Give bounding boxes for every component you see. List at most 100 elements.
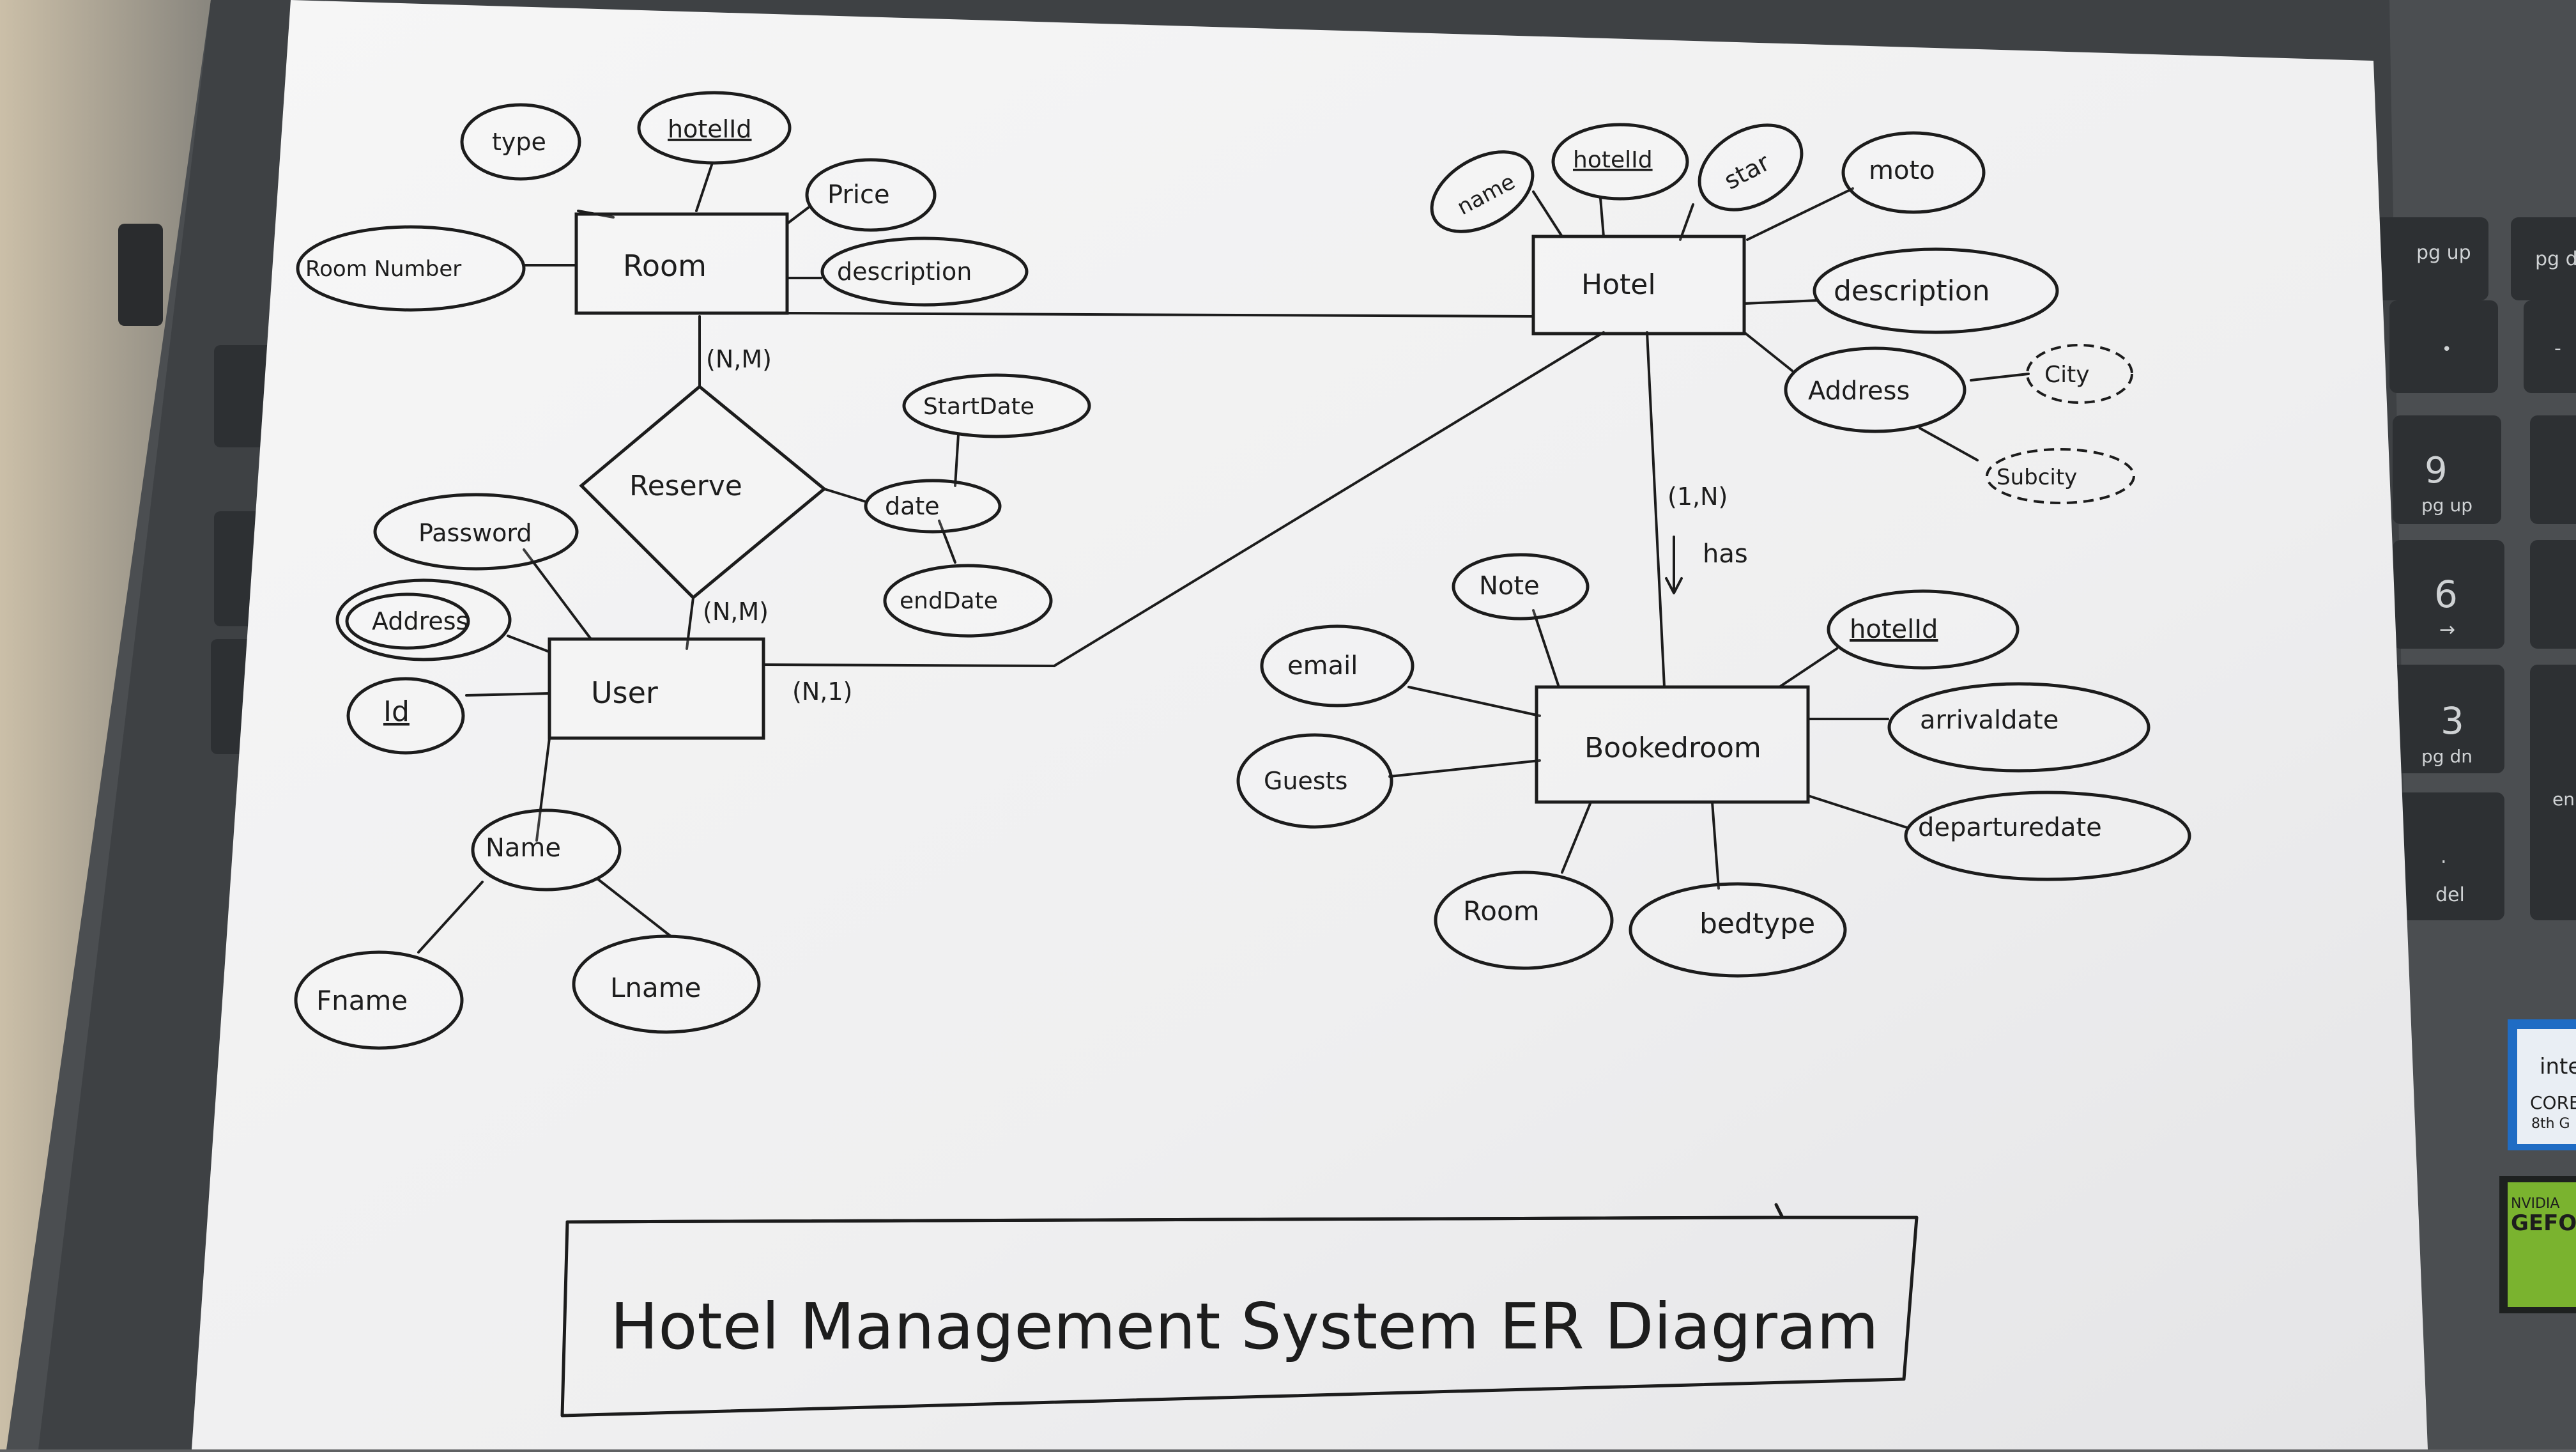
relationship-reserve: Reserve xyxy=(579,384,827,600)
attr-room-type-label: type xyxy=(492,128,546,156)
intel-core: CORE xyxy=(2530,1092,2576,1113)
attr-hotel-moto: moto xyxy=(1841,131,1986,214)
key-pgdn-partial xyxy=(2511,217,2576,300)
attr-bookedroom-departuredate: departuredate xyxy=(1904,791,2191,881)
entity-user-box xyxy=(548,637,765,740)
attr-hotel-hotelid: hotelId xyxy=(1551,123,1689,201)
attr-hotel-description-label: description xyxy=(1834,275,1990,307)
attr-reserve-date: date xyxy=(864,479,1002,534)
attr-user-address-label: Address xyxy=(372,607,468,635)
relationship-has-label: has xyxy=(1703,539,1748,569)
key-3 xyxy=(2393,665,2504,773)
attr-bookedroom-email: email xyxy=(1260,624,1414,707)
key-9-label: 9 xyxy=(2425,450,2448,491)
entity-room-box xyxy=(574,212,789,315)
key-6-label: 6 xyxy=(2434,573,2458,616)
attr-user-id: Id xyxy=(346,677,465,755)
key-3-label: 3 xyxy=(2441,699,2464,743)
attr-bookedroom-note-label: Note xyxy=(1479,571,1540,601)
attr-room-description-label: description xyxy=(837,258,972,286)
key-pgup xyxy=(2373,217,2488,300)
relationship-reserve-label: Reserve xyxy=(629,470,742,502)
cardinality-room-reserve: (N,M) xyxy=(706,345,772,373)
key-dot-label: • xyxy=(2442,340,2451,359)
attr-hotel-address-label: Address xyxy=(1808,376,1910,406)
attr-hotel-name: name xyxy=(1430,150,1535,233)
entity-hotel-label: Hotel xyxy=(1581,268,1656,301)
cardinality-reserve-user: (N,M) xyxy=(703,598,769,626)
attr-bookedroom-bedtype: bedtype xyxy=(1629,882,1847,978)
key-side-partial xyxy=(2530,540,2576,649)
key-9-sub: pg up xyxy=(2421,495,2472,516)
connector-lines xyxy=(417,162,2030,954)
attr-bookedroom-room-label: Room xyxy=(1463,895,1540,927)
entity-room-label: Room xyxy=(623,249,707,283)
key-3-sub: pg dn xyxy=(2421,746,2472,767)
nvidia-brand: NVIDIA xyxy=(2511,1196,2559,1212)
attr-hotel-city-label: City xyxy=(2044,362,2090,388)
line-room-hotel xyxy=(786,312,1535,318)
attr-hotel-subcity-label: Subcity xyxy=(1997,465,2077,490)
attr-hotel-description: description xyxy=(1813,247,2059,334)
cardinality-user-hotel: (N,1) xyxy=(792,677,852,706)
attr-reserve-startdate-label: StartDate xyxy=(923,394,1034,420)
key-6 xyxy=(2393,540,2504,649)
relationship-reserve-diamond xyxy=(579,384,827,600)
nvidia-geforce: GEFO xyxy=(2511,1210,2576,1236)
key-9 xyxy=(2393,415,2501,524)
attr-hotel-city: City xyxy=(2026,344,2133,404)
entity-room: Room xyxy=(574,212,789,315)
attr-user-id-label: Id xyxy=(383,695,410,728)
attr-user-password: Password xyxy=(373,493,579,571)
key-pgup-label: pg up xyxy=(2416,242,2471,264)
attr-user-name-label: Name xyxy=(486,833,561,863)
attr-bookedroom-guests: Guests xyxy=(1236,733,1393,829)
key-del-label: del xyxy=(2435,884,2465,906)
attr-bookedroom-email-label: email xyxy=(1287,651,1358,681)
paper-sheet xyxy=(192,0,2428,1449)
attr-room-price-label: Price xyxy=(827,180,890,210)
laptop-port xyxy=(118,224,163,326)
attr-bookedroom-bedtype-label: bedtype xyxy=(1699,908,1815,940)
attr-hotel-address: Address xyxy=(1784,346,1966,433)
attr-room-hotelid-label: hotelId xyxy=(668,115,752,143)
key-dash xyxy=(2524,300,2576,393)
attr-user-lname: Lname xyxy=(572,934,761,1034)
key-dot xyxy=(2389,300,2498,393)
entity-bookedroom-box xyxy=(1535,685,1810,804)
attr-reserve-date-label: date xyxy=(885,492,940,520)
key-dash-label: - xyxy=(2554,337,2561,360)
intel-gen: 8th G xyxy=(2531,1116,2570,1132)
attr-hotel-hotelid-label: hotelId xyxy=(1573,147,1653,173)
attr-user-fname-label: Fname xyxy=(316,985,408,1016)
attr-bookedroom-room: Room xyxy=(1434,870,1614,970)
key-pgdn-label: pg d xyxy=(2535,248,2576,270)
attr-user-password-label: Password xyxy=(418,519,532,547)
key-plus-partial xyxy=(2530,415,2576,524)
attr-bookedroom-arrivaldate: arrivaldate xyxy=(1887,682,2150,773)
attr-room-number: Room Number xyxy=(296,225,526,312)
attr-bookedroom-hotelid: hotelId xyxy=(1827,589,2020,670)
diagram-title: Hotel Management System ER Diagram xyxy=(610,1289,1879,1364)
attr-reserve-enddate: endDate xyxy=(883,564,1053,638)
entity-bookedroom-label: Bookedroom xyxy=(1584,732,1761,764)
intel-sticker: intel CORE 8th G xyxy=(2508,1019,2576,1150)
attr-hotel-star: star xyxy=(1698,123,1804,212)
attr-bookedroom-guests-label: Guests xyxy=(1264,767,1347,795)
diagram-title-box: Hotel Management System ER Diagram xyxy=(560,1203,1919,1417)
attr-room-number-label: Room Number xyxy=(305,256,461,282)
entity-user-label: User xyxy=(591,676,658,710)
attr-user-lname-label: Lname xyxy=(610,972,702,1003)
entity-hotel: Hotel xyxy=(1531,235,1746,336)
key-del-top: . xyxy=(2441,846,2447,868)
cardinality-hotel-bookedroom: (1,N) xyxy=(1667,483,1728,511)
attr-reserve-enddate-label: endDate xyxy=(900,588,998,614)
attr-room-hotelid: hotelId xyxy=(637,91,792,165)
attr-bookedroom-departuredate-label: departuredate xyxy=(1918,813,2102,842)
key-6-sub: → xyxy=(2439,619,2455,641)
nvidia-sticker: NVIDIA GEFO xyxy=(2499,1176,2576,1313)
intel-brand: intel xyxy=(2540,1054,2576,1079)
cardinality-labels: (N,M) (N,M) (N,1) (1,N) xyxy=(703,345,1728,706)
